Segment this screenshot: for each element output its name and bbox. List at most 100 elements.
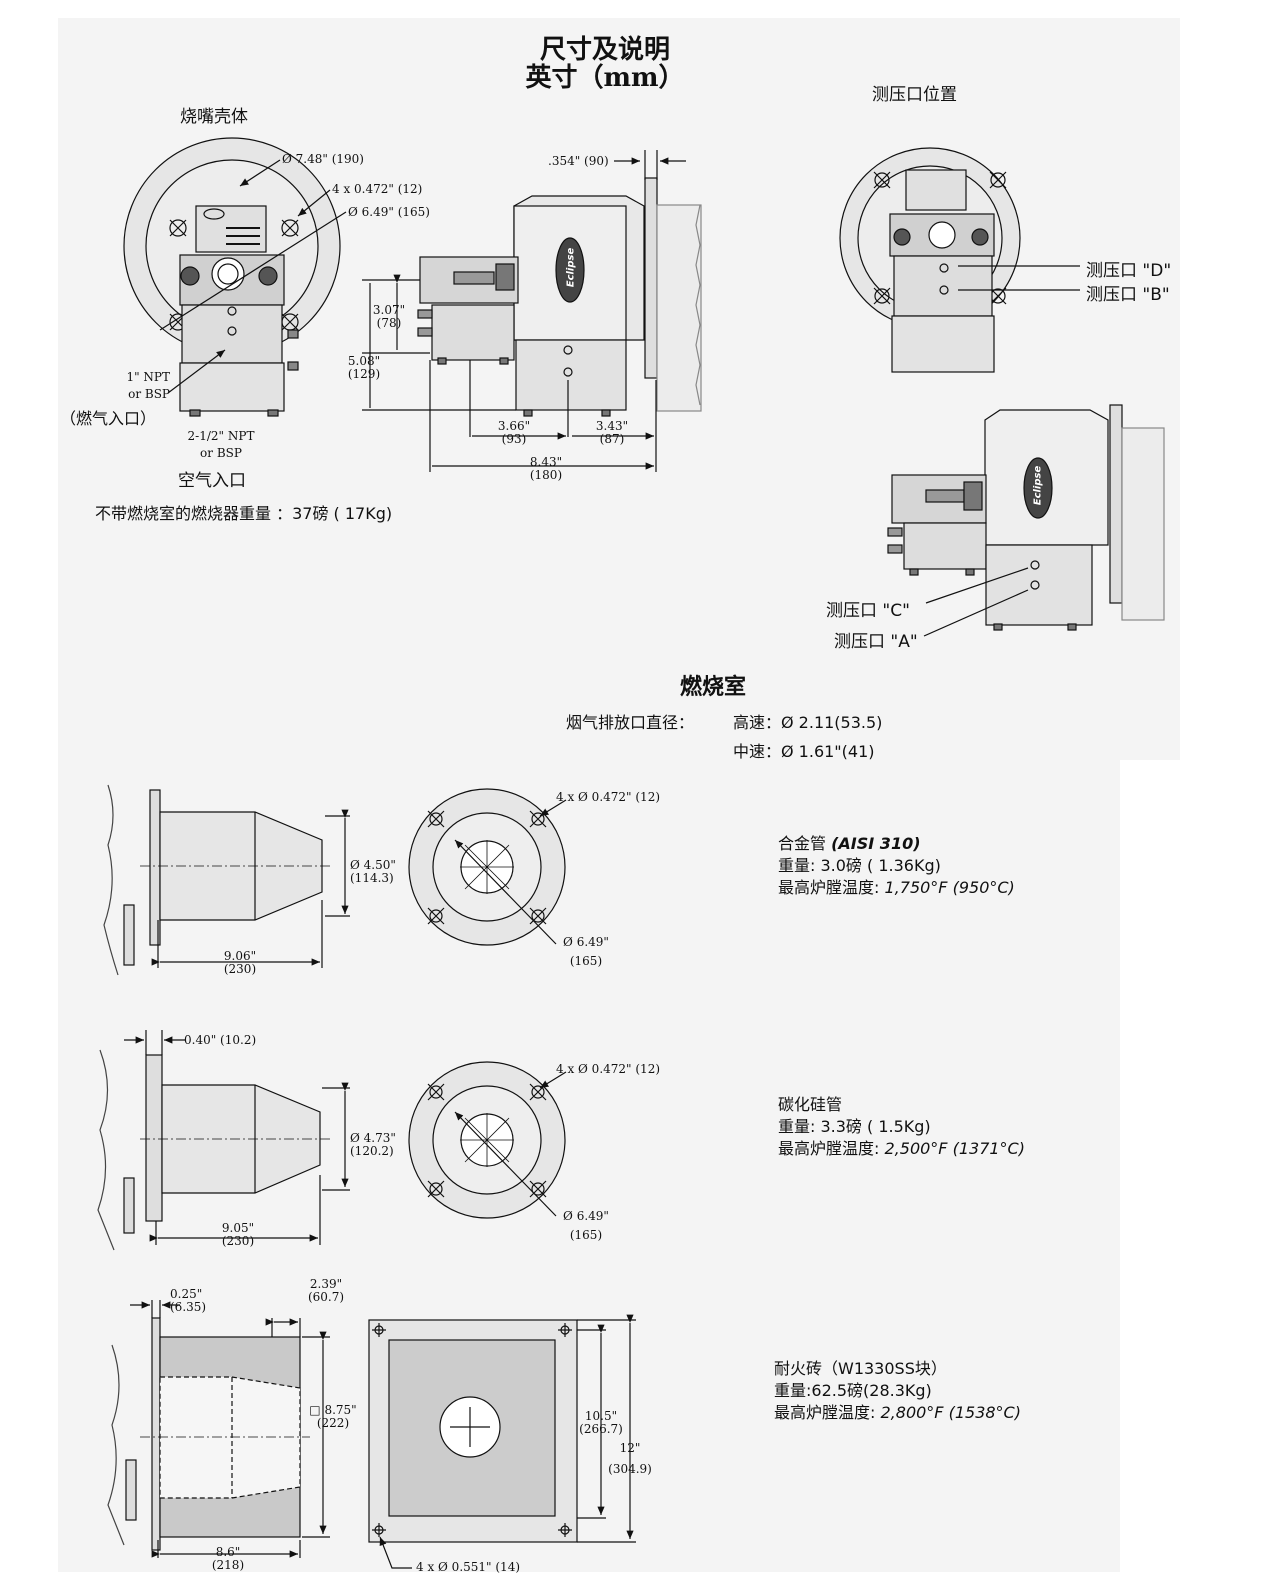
dim-width-body: 3.43" (87)	[592, 420, 632, 446]
dim-width-total-in: 8.43"	[529, 455, 563, 469]
sic-length-in: 9.05"	[221, 1221, 255, 1235]
refr-square-mm: (222)	[316, 1416, 350, 1430]
dim-width-body-in: 3.43"	[595, 419, 629, 433]
outlet-high-speed: 高速：Ø 2.11(53.5)	[733, 713, 883, 732]
sic-weight: 重量: 3.3磅 ( 1.5Kg)	[778, 1117, 931, 1136]
alloy-bolt-circle-mm: (165)	[569, 954, 603, 968]
dim-height-inlet-mm: (78)	[376, 316, 402, 330]
refr-square: □ 8.75" (222)	[306, 1404, 360, 1430]
refr-inner-height: 10.5" (266.7)	[576, 1410, 626, 1436]
refr-max-temp-value: 2,800°F (1538°C)	[880, 1403, 1021, 1422]
refr-weight: 重量:62.5磅(28.3Kg)	[774, 1381, 932, 1400]
alloy-length: 9.06" (230)	[218, 950, 262, 976]
refr-max-temp-label: 最高炉膛温度:	[774, 1403, 876, 1422]
alloy-bolt-circle: Ø 6.49" (165)	[558, 936, 614, 968]
gas-inlet-label: 1" NPT or BSP	[70, 371, 170, 401]
sic-diameter-mm: (120.2)	[350, 1144, 394, 1158]
burner-weight-note: 不带燃烧室的燃烧器重量 ：37磅 ( 17Kg)	[95, 504, 393, 523]
refr-inner-height-mm: (266.7)	[579, 1422, 623, 1436]
eclipse-logo: Eclipse	[565, 247, 577, 288]
alloy-spec: 合金管 (AISI 310) 重量: 3.0磅 ( 1.36Kg) 最高炉膛温度…	[778, 833, 1015, 899]
alloy-grade: (AISI 310)	[831, 834, 921, 853]
sic-tube-drawing	[97, 1030, 567, 1251]
refr-length-mm: (218)	[211, 1558, 245, 1572]
refr-extension: 2.39" (60.7)	[306, 1278, 346, 1304]
air-inlet-label: 2-1/2" NPT or BSP	[176, 430, 266, 460]
refr-outer-height-in: 12"	[619, 1441, 641, 1455]
refr-length-in: 8.6"	[215, 1545, 241, 1559]
refr-outer-height: 12" (304.9)	[604, 1442, 656, 1476]
sic-length: 9.05" (230)	[216, 1222, 260, 1248]
dim-outer-diameter: Ø 7.48" (190)	[282, 152, 364, 166]
dim-bolt-holes: 4 x 0.472" (12)	[332, 182, 423, 196]
alloy-max-temp-value: 1,750°F (950°C)	[884, 878, 1015, 897]
air-inlet-size: 2-1/2" NPT	[187, 429, 255, 443]
sic-max-temp-label: 最高炉膛温度:	[778, 1139, 880, 1158]
air-inlet-caption: 空气入口	[178, 471, 246, 491]
alloy-length-in: 9.06"	[223, 949, 257, 963]
refr-length: 8.6" (218)	[208, 1546, 248, 1572]
refr-extension-in: 2.39"	[309, 1277, 343, 1291]
sic-bolt-circle-mm: (165)	[569, 1228, 603, 1242]
refr-flange-mm: (6.35)	[170, 1300, 207, 1314]
page-title: 尺寸及说明 英寸（mm）	[500, 36, 710, 92]
sic-bolt-circle-in: Ø 6.49"	[563, 1209, 609, 1223]
refr-extension-mm: (60.7)	[307, 1290, 345, 1304]
sic-diameter-in: Ø 4.73"	[350, 1131, 396, 1145]
title-line-1: 尺寸及说明	[539, 35, 670, 65]
sic-diameter: Ø 4.73" (120.2)	[350, 1132, 402, 1158]
gas-inlet-caption: （燃气入口）	[60, 409, 157, 428]
dim-width-inlet: 3.66" (93)	[494, 420, 534, 446]
dim-width-total: 8.43" (180)	[526, 456, 566, 482]
pressure-port-front-view	[839, 147, 1080, 373]
alloy-length-mm: (230)	[223, 962, 257, 976]
dim-height-total-mm: (129)	[347, 367, 381, 381]
sic-bolt-circle: Ø 6.49" (165)	[558, 1210, 614, 1242]
refractory-drawing	[107, 1300, 636, 1569]
refr-flange-thickness: 0.25" (6.35)	[170, 1288, 210, 1314]
pressure-port-title: 测压口位置	[872, 85, 957, 105]
alloy-bolt-circle-in: Ø 6.49"	[563, 935, 609, 949]
pressure-port-side-view	[887, 404, 1165, 637]
dim-width-total-mm: (180)	[529, 468, 563, 482]
dim-height-total: 5.08" (129)	[342, 355, 386, 381]
dim-bolt-circle: Ø 6.49" (165)	[348, 205, 430, 219]
dim-height-total-in: 5.08"	[347, 354, 381, 368]
dim-width-body-mm: (87)	[599, 432, 625, 446]
alloy-diameter-in: Ø 4.50"	[350, 858, 396, 872]
combustor-title: 燃烧室	[680, 675, 747, 700]
burner-housing-label: 烧嘴壳体	[180, 107, 248, 127]
alloy-max-temp-label: 最高炉膛温度:	[778, 878, 880, 897]
pressure-port-d: 测压口 "D"	[1086, 261, 1172, 281]
dim-width-inlet-in: 3.66"	[497, 419, 531, 433]
alloy-diameter: Ø 4.50" (114.3)	[350, 859, 402, 885]
dim-height-inlet: 3.07" (78)	[368, 304, 410, 330]
refr-outer-height-mm: (304.9)	[608, 1462, 652, 1476]
sic-spec: 碳化硅管 重量: 3.3磅 ( 1.5Kg) 最高炉膛温度: 2,500°F (…	[778, 1094, 1025, 1160]
sic-name: 碳化硅管	[778, 1095, 843, 1114]
sic-flange-thickness: 0.40" (10.2)	[184, 1033, 257, 1047]
pressure-port-c: 测压口 "C"	[826, 601, 910, 621]
refr-spec: 耐火砖（W1330SS块） 重量:62.5磅(28.3Kg) 最高炉膛温度: 2…	[774, 1358, 1021, 1424]
dim-flange-thickness: .354" (90)	[548, 154, 609, 168]
outlet-medium-speed: 中速：Ø 1.61"(41)	[733, 742, 875, 761]
alloy-diameter-mm: (114.3)	[350, 871, 394, 885]
alloy-tube-drawing	[103, 784, 567, 976]
burner-front-view	[123, 137, 347, 417]
refr-square-in: □ 8.75"	[309, 1403, 357, 1417]
gas-inlet-size: 1" NPT	[126, 370, 170, 384]
alloy-name: 合金管	[778, 834, 827, 853]
alloy-bolt-holes: 4 x Ø 0.472" (12)	[556, 790, 661, 804]
outlet-diameter-label: 烟气排放口直径：	[566, 713, 695, 732]
pressure-port-a: 测压口 "A"	[834, 632, 918, 652]
refr-bolt-holes: 4 x Ø 0.551" (14)	[416, 1560, 521, 1574]
air-inlet-thread: or BSP	[200, 446, 242, 460]
sic-max-temp-value: 2,500°F (1371°C)	[884, 1139, 1025, 1158]
dim-height-inlet-in: 3.07"	[372, 303, 406, 317]
dim-width-inlet-mm: (93)	[501, 432, 527, 446]
pressure-port-b: 测压口 "B"	[1086, 285, 1170, 305]
gas-inlet-thread: or BSP	[128, 387, 170, 401]
refr-name: 耐火砖（W1330SS块）	[774, 1359, 947, 1378]
title-line-2: 英寸（mm）	[525, 63, 685, 93]
